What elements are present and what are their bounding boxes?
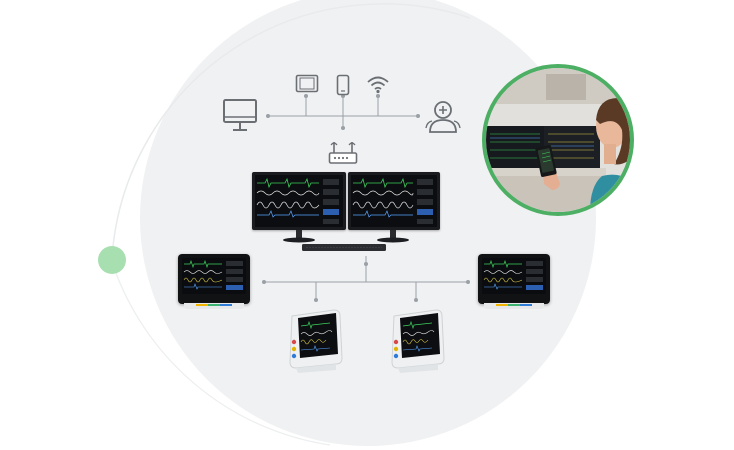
- clinician-photo: [482, 64, 634, 216]
- central-display-right: [348, 172, 440, 230]
- central-display-left: [252, 172, 346, 230]
- router-icon: [328, 142, 358, 164]
- connector-nodes-bottom: [262, 262, 470, 302]
- waveform-display: [183, 259, 243, 290]
- patient-monitor-bottom-right: [391, 309, 445, 373]
- bottom-connectors: [264, 256, 468, 300]
- waveform-display: [256, 177, 339, 224]
- central-monitoring-station: [252, 172, 442, 252]
- tablet-icon: [295, 74, 319, 93]
- desktop-computer-icon: [223, 99, 257, 131]
- patient-monitor-bottom-left: [289, 309, 343, 373]
- monitor-stands: [283, 230, 409, 251]
- smartphone-icon: [336, 74, 350, 96]
- wifi-icon: [367, 76, 389, 94]
- photo-illustration: [486, 68, 630, 212]
- waveform-display: [483, 259, 543, 290]
- orbit-arc-lower: [111, 261, 331, 446]
- green-dot: [98, 246, 126, 274]
- waveform-display: [352, 177, 433, 224]
- connector-nodes-top: [266, 94, 420, 130]
- orbit-arc: [111, 3, 471, 259]
- patient-monitor-right: [478, 254, 550, 309]
- medical-staff-icon: [425, 101, 461, 133]
- patient-monitor-left: [178, 254, 250, 309]
